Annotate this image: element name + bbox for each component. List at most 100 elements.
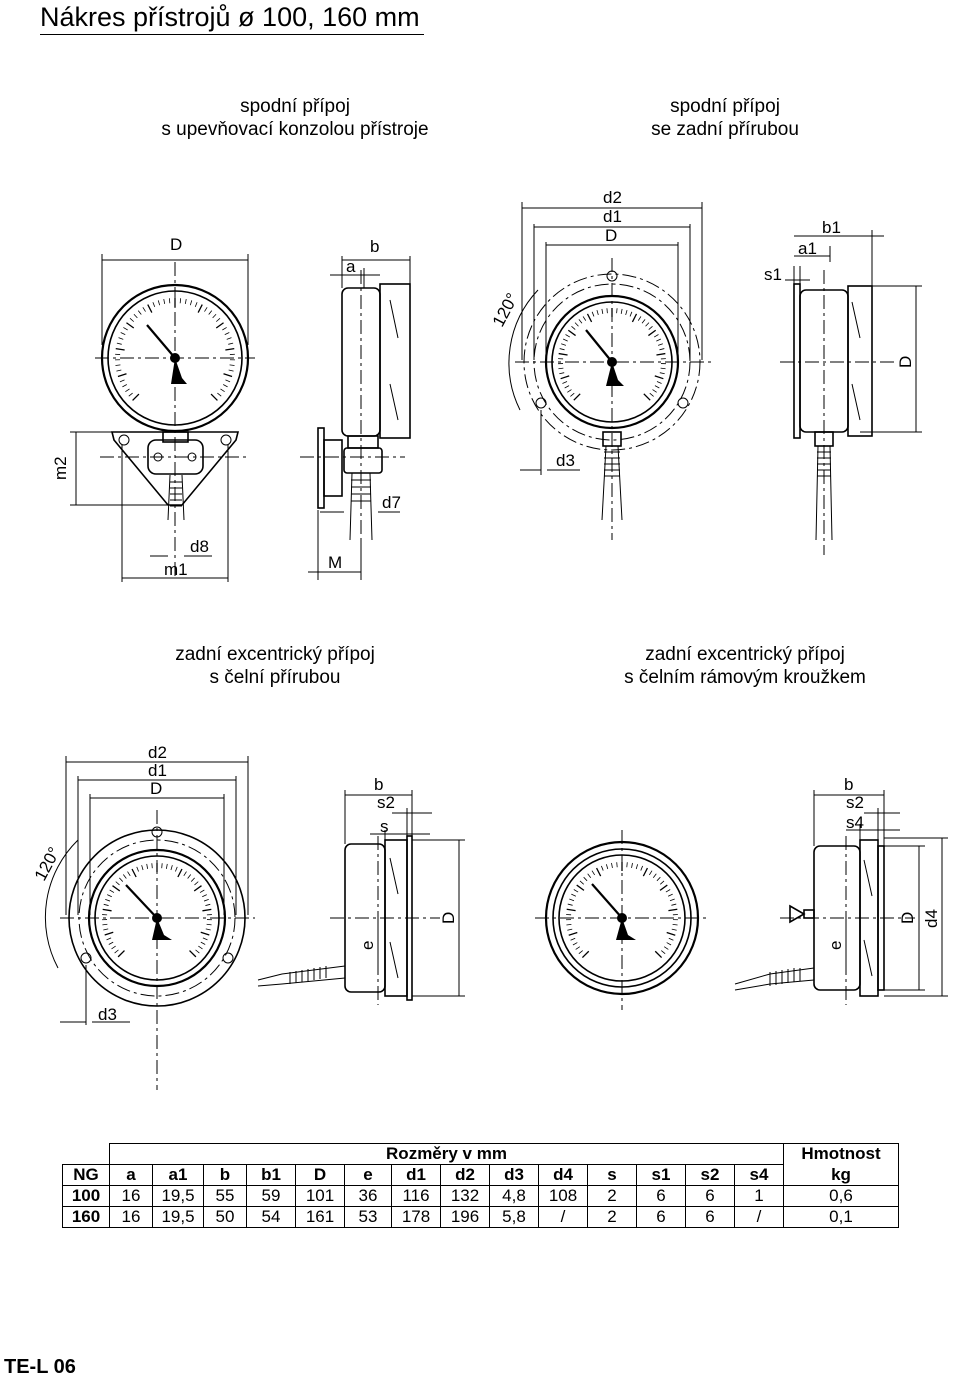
dial-tick — [213, 314, 216, 318]
dial-tick — [644, 394, 650, 400]
dial-tick — [574, 889, 578, 892]
table-cell: 16 — [110, 1186, 153, 1207]
dial-tick — [148, 305, 152, 313]
dial-tick — [597, 868, 601, 876]
dim-label-d3: d3 — [98, 1005, 117, 1024]
dial-tick — [656, 354, 665, 355]
dial-tick — [201, 932, 210, 935]
table-column-row: NG a a1 b b1 D e d1 d2 d3 d4 s s1 s2 s4 … — [63, 1165, 899, 1186]
dial-tick — [650, 393, 654, 396]
dial-tick — [190, 300, 191, 305]
dial-tick — [153, 302, 155, 307]
dim-label-D: D — [898, 912, 917, 924]
dial-tick — [113, 886, 120, 891]
dial-tick — [568, 904, 573, 905]
dial-tick — [626, 310, 627, 315]
dial-tick — [227, 338, 232, 340]
col-ng: NG — [63, 1165, 110, 1186]
dim-label-d8: d8 — [190, 537, 209, 556]
dial-tick — [128, 872, 131, 876]
dial-tick — [107, 938, 112, 940]
dial-tick — [669, 938, 674, 940]
gauge-front-front-ring — [535, 830, 710, 1010]
dim-label-d2: d2 — [603, 188, 622, 207]
dial-tick — [567, 909, 576, 910]
gauge-side-front-flange: e b s2 s D — [258, 775, 465, 1005]
dial-tick — [204, 899, 209, 901]
dim-label-d7: d7 — [382, 493, 401, 512]
dim-label-e: e — [826, 941, 845, 950]
dial-tick — [126, 323, 133, 328]
gauge-side-bracket: a b d7 M — [300, 237, 410, 580]
dial-tick — [130, 318, 134, 321]
dial-tick — [194, 886, 201, 891]
dial-tick — [657, 381, 662, 383]
dial-tick — [205, 904, 210, 905]
table-cell: / — [735, 1207, 784, 1228]
dial-tick — [185, 299, 186, 304]
dial-tick — [220, 389, 224, 392]
dial-tick — [190, 951, 196, 957]
table-header-row: Rozměry v mm Hmotnost — [63, 1144, 899, 1165]
dial-tick — [561, 344, 566, 346]
table-cell: 116 — [392, 1186, 441, 1207]
dial-tick — [103, 929, 108, 930]
dial-tick — [565, 386, 569, 388]
dial-tick — [228, 343, 233, 344]
col-s2: s2 — [686, 1165, 735, 1186]
dial-tick — [202, 895, 207, 897]
dim-label-d1: d1 — [603, 207, 622, 226]
document-code: TE-L 06 — [4, 1356, 76, 1379]
dim-label-d4: d4 — [922, 909, 941, 928]
dial-tick — [655, 951, 661, 957]
col-s1: s1 — [637, 1165, 686, 1186]
dial-tick — [217, 393, 221, 396]
dial-tick — [200, 890, 204, 893]
table-cell: 178 — [392, 1207, 441, 1228]
dial-tick — [110, 890, 114, 893]
dial-tick — [225, 380, 230, 382]
table-cell: 4,8 — [490, 1186, 539, 1207]
table-cell: 100 — [63, 1186, 110, 1207]
dial-tick — [671, 904, 676, 905]
col-s4: s4 — [735, 1165, 784, 1186]
dial-tick — [606, 864, 607, 869]
dial-tick — [660, 885, 667, 890]
dial-tick — [646, 323, 649, 327]
dial-tick — [612, 863, 613, 868]
table-cell: 160 — [63, 1207, 110, 1228]
dial-tick — [668, 894, 673, 896]
dial-tick — [105, 932, 114, 935]
dial-tick — [592, 312, 594, 317]
dial-tick — [206, 929, 211, 930]
dial-tick — [582, 951, 588, 957]
dial-tick — [571, 894, 576, 896]
dial-tick — [115, 950, 119, 953]
dial-tick — [223, 384, 227, 386]
group-header: Rozměry v mm — [110, 1144, 784, 1165]
dial-tick — [120, 380, 125, 382]
dial-tick — [562, 381, 567, 383]
dial-tick — [569, 899, 574, 901]
table-cell: 6 — [637, 1207, 686, 1228]
dial-tick — [129, 393, 133, 396]
dial-tick — [107, 895, 112, 897]
dial-tick — [659, 349, 664, 350]
table-row: 100 16 19,5 55 59 101 36 116 132 4,8 108… — [63, 1186, 899, 1207]
dial-tick — [116, 882, 120, 885]
dial-tick — [171, 865, 172, 870]
dial-tick — [576, 947, 580, 950]
dial-tick — [563, 339, 568, 341]
table-cell: 53 — [345, 1207, 392, 1228]
dial-tick — [602, 309, 603, 314]
dial-tick — [574, 394, 580, 400]
dimensions-table: Rozměry v mm Hmotnost NG a a1 b b1 D e d… — [62, 1143, 899, 1228]
table-cell: 16 — [110, 1207, 153, 1228]
dial-tick — [225, 332, 230, 334]
table-cell: 0,1 — [784, 1207, 899, 1228]
dial-tick — [211, 394, 217, 400]
dial-tick — [209, 311, 212, 315]
dial-tick — [147, 864, 148, 869]
dial-tick — [567, 929, 572, 930]
table-cell: 5,8 — [490, 1207, 539, 1228]
